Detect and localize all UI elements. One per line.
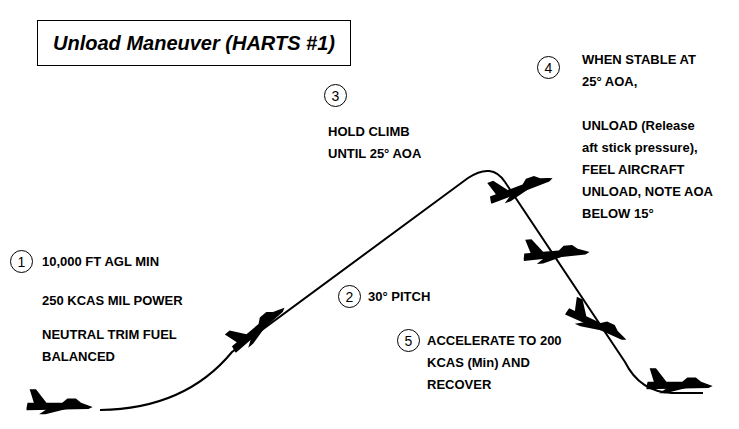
callout-number: 5: [405, 334, 413, 348]
step-instruction: WHEN STABLE AT 25° AOA,: [582, 49, 712, 93]
step-instruction: 30° PITCH: [368, 286, 430, 308]
step-instruction: NEUTRAL TRIM FUEL BALANCED: [42, 324, 192, 368]
step-instruction: 10,000 FT AGL MIN: [42, 251, 159, 273]
step-circle: 2: [338, 285, 361, 308]
callout-number: 2: [346, 290, 354, 304]
callout-number: 1: [18, 255, 26, 269]
step-circle: 1: [10, 250, 33, 273]
aircraft: [27, 389, 93, 414]
title-box: Unload Maneuver (HARTS #1): [37, 20, 351, 66]
aircraft: [522, 234, 590, 265]
aircraft: [222, 294, 289, 356]
step-instruction: HOLD CLIMB UNTIL 25° AOA: [328, 121, 438, 165]
step-circle: 5: [397, 329, 420, 352]
step-instruction: ACCELERATE TO 200 KCAS (Min) AND RECOVER: [427, 330, 572, 396]
step-instruction: UNLOAD (Release aft stick pressure), FEE…: [582, 115, 714, 225]
aircraft: [563, 296, 634, 347]
step-circle: 3: [324, 84, 347, 107]
step-instruction: 250 KCAS MIL POWER: [42, 290, 183, 312]
callout-number: 3: [332, 89, 340, 103]
callout-number: 4: [545, 61, 553, 75]
step-circle: 4: [537, 56, 560, 79]
aircraft: [647, 368, 713, 393]
diagram-title: Unload Maneuver (HARTS #1): [53, 32, 335, 55]
aircraft: [484, 161, 555, 207]
